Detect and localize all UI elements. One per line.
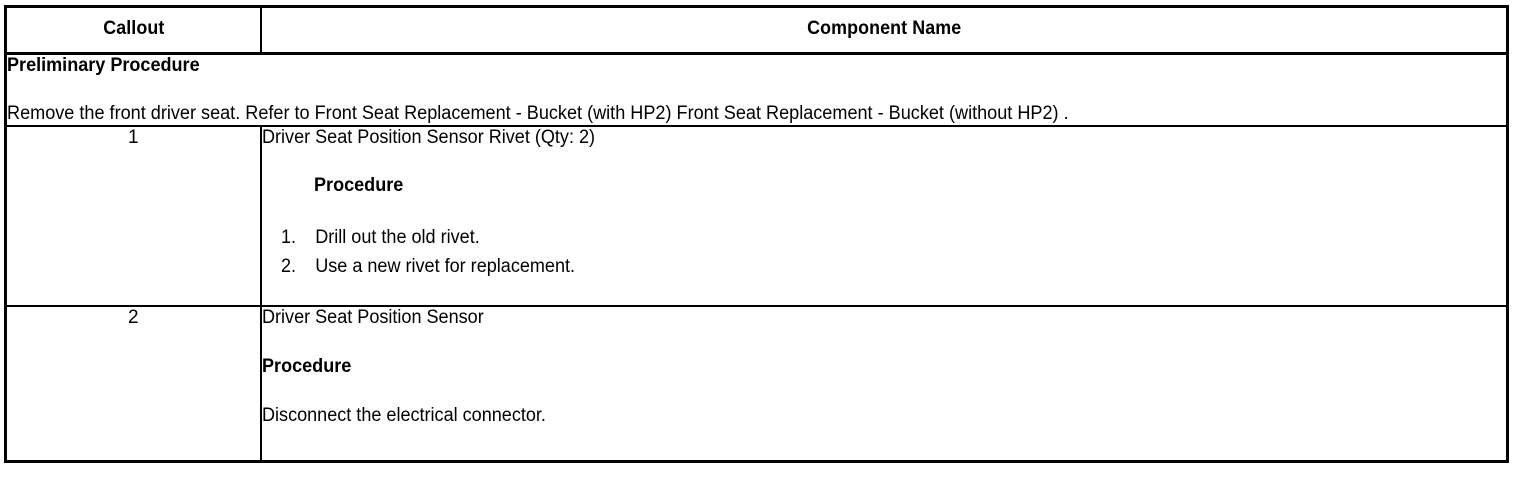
component-callout-table: Callout Component Name Preliminary Proce… (4, 5, 1509, 463)
component-cell-1: Driver Seat Position Sensor Rivet (Qty: … (259, 125, 1509, 307)
preliminary-procedure-title: Preliminary Procedure (7, 55, 200, 76)
component-name-1: Driver Seat Position Sensor Rivet (Qty: … (261, 127, 595, 148)
column-header-callout: Callout (12, 5, 254, 55)
table-row-preliminary: Preliminary Procedure Remove the front d… (4, 52, 1509, 127)
procedure-text-2: Disconnect the electrical connector. (261, 405, 546, 426)
preliminary-procedure-cell: Preliminary Procedure Remove the front d… (4, 52, 1509, 127)
component-cell-2: Driver Seat Position Sensor Procedure Di… (259, 305, 1509, 463)
step-text: Drill out the old rivet. (314, 227, 480, 248)
list-item: 2. Use a new rivet for replacement. (262, 252, 1444, 281)
component-name-2: Driver Seat Position Sensor (261, 307, 484, 328)
column-header-component-name: Component Name (297, 5, 1472, 55)
list-item: 1. Drill out the old rivet. (262, 223, 1444, 252)
procedure-heading-2: Procedure (261, 356, 351, 377)
table-row: 2 Driver Seat Position Sensor Procedure … (4, 305, 1509, 463)
step-number: 1. (280, 227, 296, 248)
procedure-heading-1: Procedure (313, 175, 403, 196)
preliminary-procedure-text: Remove the front driver seat. Refer to F… (7, 103, 1069, 124)
callout-number-2: 2 (4, 305, 262, 463)
step-text: Use a new rivet for replacement. (314, 256, 575, 277)
step-number: 2. (280, 256, 296, 277)
procedure-step-list-1: 1. Drill out the old rivet. 2. Use a new r… (262, 223, 1506, 281)
table-row: 1 Driver Seat Position Sensor Rivet (Qty… (4, 125, 1509, 307)
table-header-row: Callout Component Name (6, 5, 1508, 55)
callout-number-1: 1 (4, 125, 262, 307)
